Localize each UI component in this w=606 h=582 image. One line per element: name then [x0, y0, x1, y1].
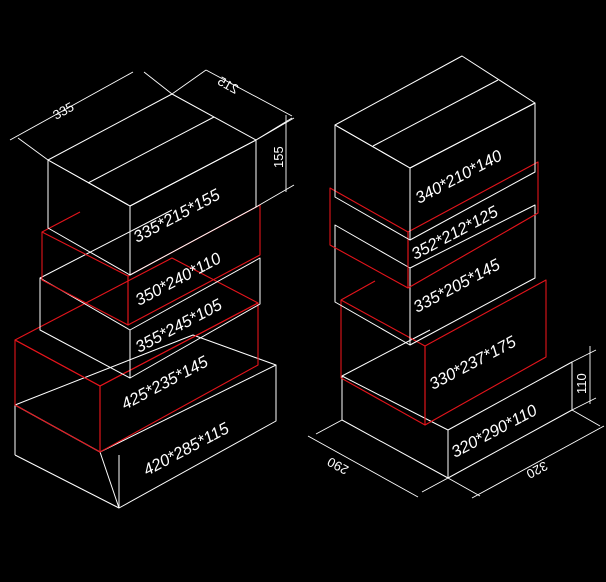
right-stack: 110 290 320 340*210*140 352*212*125 335*… — [307, 55, 605, 499]
right-dim-length: 320 — [524, 458, 550, 481]
right-brick-1 — [334, 55, 536, 241]
left-stack: 335 215 155 335*215*155 350*240*110 355*… — [9, 69, 295, 509]
left-brick-1-label: 335*215*155 — [130, 185, 223, 246]
left-brick-3 — [39, 209, 261, 379]
right-brick-3 — [334, 204, 536, 346]
left-dim-length: 335 — [50, 99, 76, 123]
left-brick-4-label: 425*235*145 — [118, 352, 211, 413]
right-brick-4-label: 330*237*175 — [426, 332, 519, 393]
left-dimension-lines — [9, 69, 295, 208]
right-dim-height: 110 — [574, 373, 589, 394]
right-brick-4 — [340, 279, 547, 426]
left-dim-height: 155 — [271, 146, 286, 168]
right-brick-3-label: 335*205*145 — [410, 255, 503, 316]
right-brick-1-label: 340*210*140 — [412, 146, 505, 207]
right-brick-2 — [329, 161, 539, 289]
left-brick-1 — [47, 93, 257, 276]
right-dimension-lines — [307, 346, 605, 499]
left-brick-4 — [14, 257, 259, 453]
